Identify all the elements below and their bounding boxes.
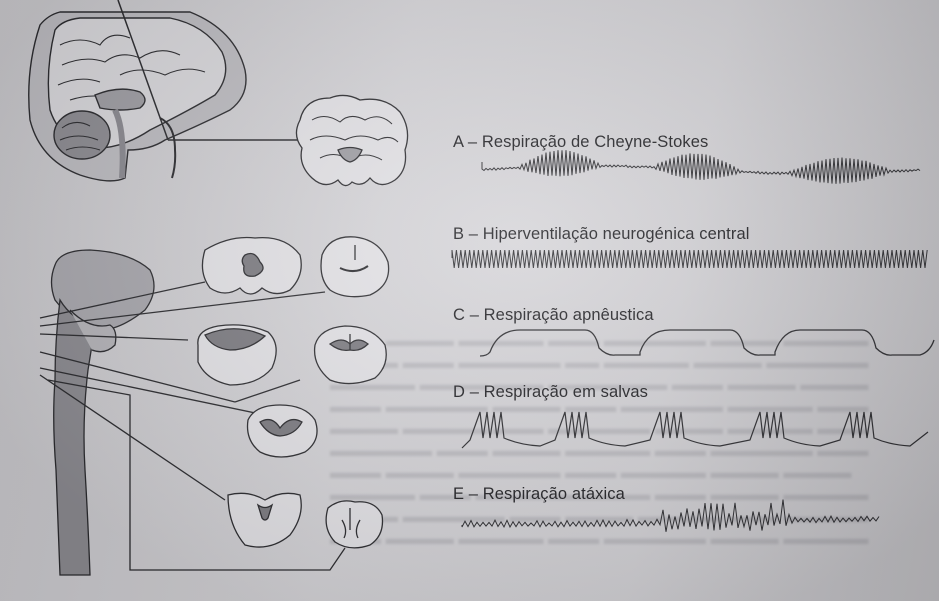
waveform-cheyne-stokes (482, 150, 920, 184)
waveform-apneustic (480, 330, 934, 356)
waveform-central-hyperventilation (452, 250, 927, 268)
waveform-ataxic (462, 500, 879, 532)
waveform-cluster-breathing (462, 412, 928, 448)
